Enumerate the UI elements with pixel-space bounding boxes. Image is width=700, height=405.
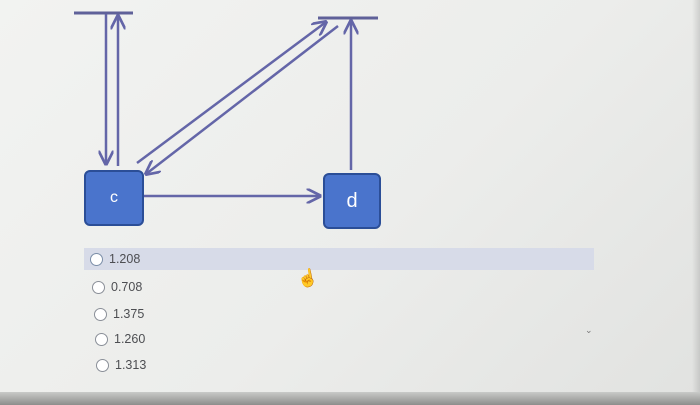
radio-button[interactable] — [94, 307, 107, 321]
monitor-bezel — [0, 392, 700, 405]
node-d: d — [323, 173, 381, 229]
answer-option-label: 1.260 — [114, 332, 146, 346]
answer-option-2[interactable]: 0.708 — [86, 276, 142, 298]
node-c-label: c — [110, 189, 118, 206]
radio-button[interactable] — [95, 332, 108, 346]
chevron-down-icon[interactable]: ⌄ — [585, 325, 593, 335]
edge-top-right-to-c — [146, 25, 339, 174]
answer-option-4[interactable]: 1.260 — [89, 328, 145, 350]
answer-option-3[interactable]: 1.375 — [88, 303, 144, 325]
radio-button[interactable] — [92, 280, 105, 294]
answer-option-1[interactable]: 1.208 — [84, 248, 594, 270]
edge-c-to-top-right — [136, 22, 326, 165]
screen-edge-shadow — [692, 0, 700, 405]
answer-option-5[interactable]: 1.313 — [90, 354, 146, 376]
radio-button[interactable] — [90, 252, 103, 266]
node-c: c — [84, 170, 144, 226]
answer-option-label: 0.708 — [111, 280, 143, 294]
answer-option-label: 1.313 — [115, 358, 147, 372]
hand-pointer-icon: ☝ — [295, 267, 320, 290]
node-d-label: d — [346, 189, 358, 212]
radio-button[interactable] — [96, 358, 109, 372]
answer-option-label: 1.208 — [109, 252, 141, 266]
answer-option-label: 1.375 — [113, 307, 145, 321]
